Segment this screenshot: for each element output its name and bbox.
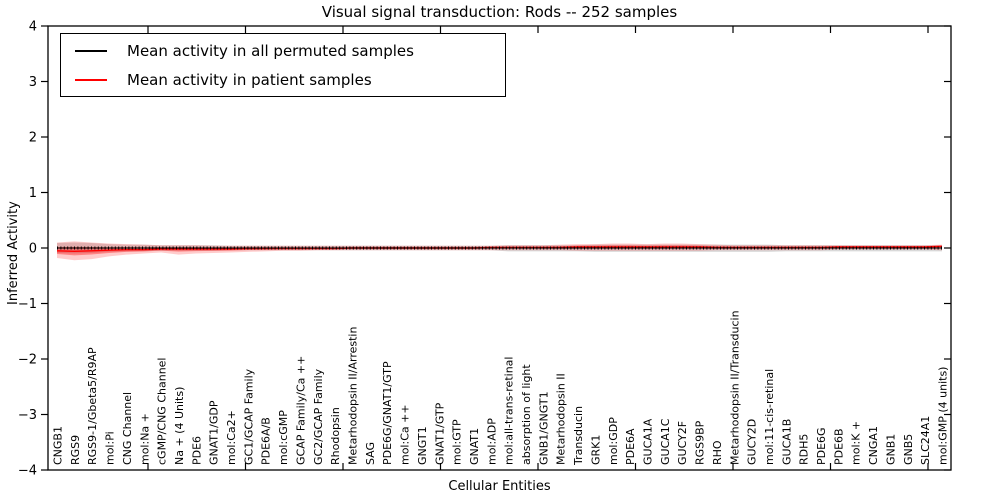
x-category-label: GNAT1	[468, 428, 481, 465]
legend-item-permuted: Mean activity in all permuted samples	[61, 42, 505, 60]
x-category-label: mol:11-cis-retinal	[763, 369, 776, 465]
x-category-label: mol:cGMP	[277, 410, 290, 465]
x-category-label: PDE6A/B	[260, 417, 273, 465]
x-category-label: CNG Channel	[121, 392, 134, 465]
y-tick-label: 0	[29, 242, 37, 257]
x-category-label: GNB5	[902, 434, 915, 465]
x-category-label: GC2/GCAP Family	[312, 368, 325, 465]
x-category-label: absorption of light	[520, 364, 533, 465]
x-category-label: mol:K +	[850, 421, 863, 465]
x-category-label: GUCA1B	[780, 419, 793, 465]
x-category-label: GUCA1C	[659, 418, 672, 465]
x-category-label: GNAT1/GDP	[208, 400, 221, 465]
y-tick-label: −4	[18, 464, 37, 479]
y-tick-label: −3	[18, 408, 37, 423]
x-category-label: mol:all-trans-retinal	[503, 357, 516, 465]
x-category-label: GRK1	[589, 435, 602, 465]
y-tick-label: 3	[29, 75, 37, 90]
x-category-label: PDE6A	[624, 428, 637, 465]
x-category-label: RHO	[711, 440, 724, 465]
x-category-label: mol:GDP	[607, 417, 620, 465]
legend: Mean activity in all permuted samples Me…	[60, 33, 506, 97]
x-category-label: PDE6B	[832, 428, 845, 465]
x-category-label: PDE6G/GNAT1/GTP	[381, 361, 394, 465]
patient-band-outer	[57, 241, 942, 261]
x-category-label: SAG	[364, 442, 377, 465]
y-tick-label: −2	[18, 353, 37, 368]
x-category-label: mol:Na +	[138, 413, 151, 465]
x-category-label: cGMP/CNG Channel	[156, 358, 169, 466]
x-category-label: PDE6	[190, 436, 203, 465]
x-category-label: GUCY2F	[676, 421, 689, 465]
x-category-label: Na + (4 Units)	[173, 387, 186, 465]
x-category-label: Rhodopsin	[329, 407, 342, 465]
legend-line-permuted	[75, 49, 107, 52]
x-category-label: Transducin	[572, 406, 585, 466]
y-axis-label: Inferred Activity	[6, 201, 21, 305]
x-category-label: Metarhodopsin II	[555, 373, 568, 465]
x-category-label: GNGT1	[416, 426, 429, 465]
chart-title: Visual signal transduction: Rods -- 252 …	[321, 3, 678, 21]
x-category-label: CNGB1	[52, 426, 65, 465]
x-category-label: mol:ADP	[485, 418, 498, 465]
x-category-label: CNGA1	[867, 426, 880, 465]
x-category-label: GC1/GCAP Family	[242, 368, 255, 465]
legend-line-patient	[75, 78, 107, 81]
legend-label-patient: Mean activity in patient samples	[127, 70, 372, 89]
x-category-label: GUCA1A	[642, 418, 655, 465]
x-category-label: mol:Ca2+	[225, 410, 238, 465]
y-tick-label: −1	[18, 297, 37, 312]
x-category-label: Metarhodopsin II/Arrestin	[347, 327, 360, 465]
x-category-label: mol:GTP	[451, 419, 464, 465]
y-tick-label: 2	[29, 131, 37, 146]
x-category-label: SLC24A1	[919, 416, 932, 465]
x-category-label: mol:GMP (4 units)	[937, 367, 950, 465]
x-category-label: mol:Ca ++	[399, 404, 412, 465]
x-category-label: PDE6G	[815, 427, 828, 465]
y-tick-label: 1	[29, 186, 37, 201]
x-axis-label: Cellular Entities	[448, 479, 551, 494]
x-category-label: GNB1	[884, 434, 897, 465]
x-category-label: RDH5	[798, 434, 811, 465]
x-category-label: GUCY2D	[746, 419, 759, 465]
x-category-label: Metarhodopsin II/Transducin	[728, 310, 741, 465]
x-category-label: GCAP Family/Ca ++	[294, 356, 307, 465]
x-category-label: GNAT1/GTP	[433, 402, 446, 465]
x-category-label: RGS9-1/Gbeta5/R9AP	[86, 347, 99, 465]
x-category-label: RGS9	[69, 435, 82, 465]
x-category-label: mol:Pi	[104, 431, 117, 465]
y-tick-label: 4	[29, 20, 37, 35]
x-category-label: RGS9BP	[694, 420, 707, 465]
x-category-label: GNB1/GNGT1	[537, 391, 550, 465]
legend-label-permuted: Mean activity in all permuted samples	[127, 41, 414, 60]
legend-item-patient: Mean activity in patient samples	[61, 71, 505, 89]
